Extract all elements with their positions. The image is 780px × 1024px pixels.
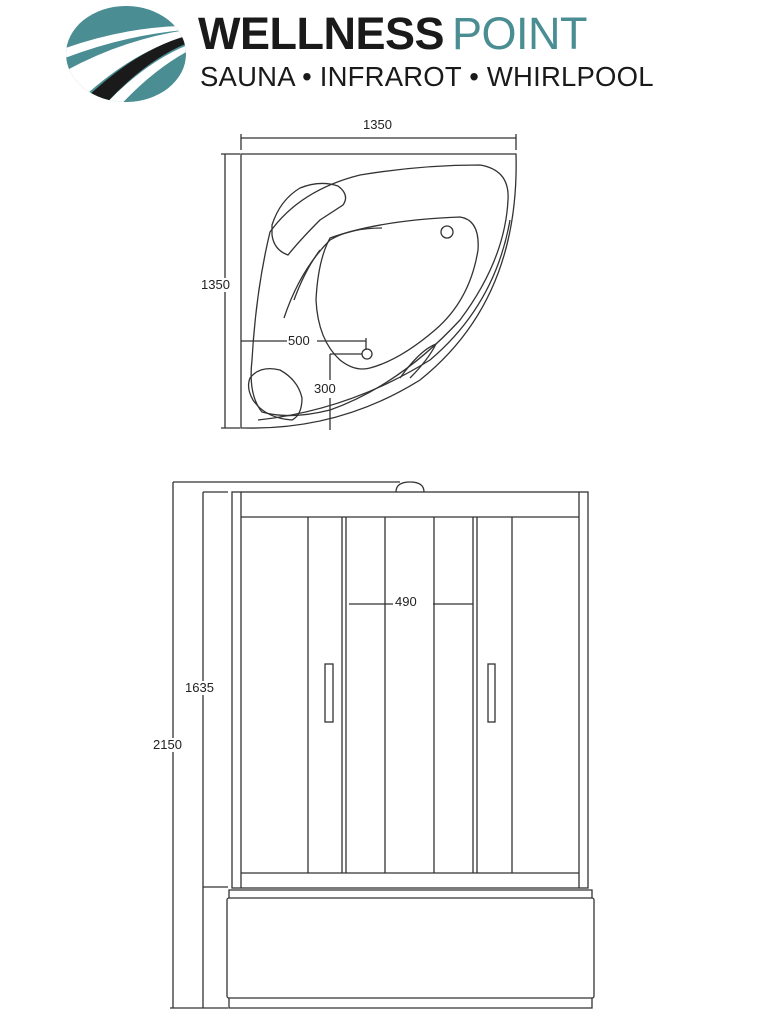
- door-width-dimension: 490: [394, 594, 418, 609]
- top-depth-dimension: 1350: [200, 277, 231, 292]
- brand-name-bold: WELLNESS: [198, 8, 445, 59]
- total-height-dimension: 2150: [152, 737, 183, 752]
- top-width-dimension: 1350: [362, 117, 393, 132]
- drain-offset-x-dimension: 500: [287, 333, 311, 348]
- drain-offset-y-dimension: 300: [313, 381, 337, 396]
- swoosh-circle-icon: [66, 6, 186, 102]
- cabin-height-dimension: 1635: [184, 680, 215, 695]
- brand-name-light: POINT: [452, 8, 588, 59]
- brand-tagline: SAUNA • INFRAROT • WHIRLPOOL: [200, 61, 654, 92]
